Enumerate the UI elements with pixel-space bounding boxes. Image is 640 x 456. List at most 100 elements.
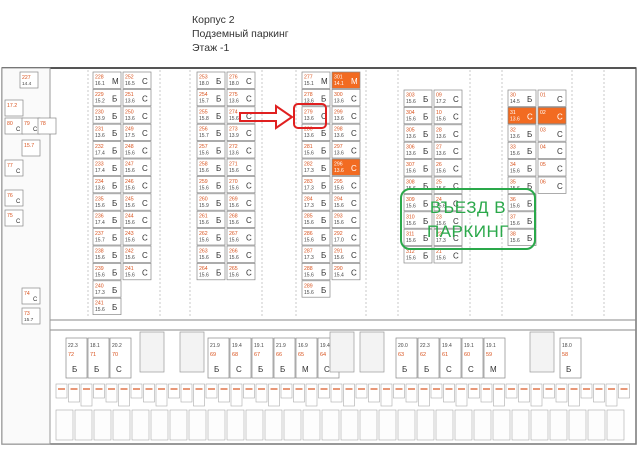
left-spot-15.7[interactable]: 15.7 <box>21 139 41 157</box>
left-spot-79[interactable]: 79С <box>21 117 41 135</box>
left-spot-76[interactable]: 76С <box>4 189 24 207</box>
left-spot-74[interactable]: 74С <box>21 287 41 305</box>
left-spot-77[interactable]: 77С <box>4 159 24 177</box>
left-spot-75[interactable]: 75С <box>4 209 24 227</box>
left-spot-80[interactable]: 80С <box>4 117 24 135</box>
